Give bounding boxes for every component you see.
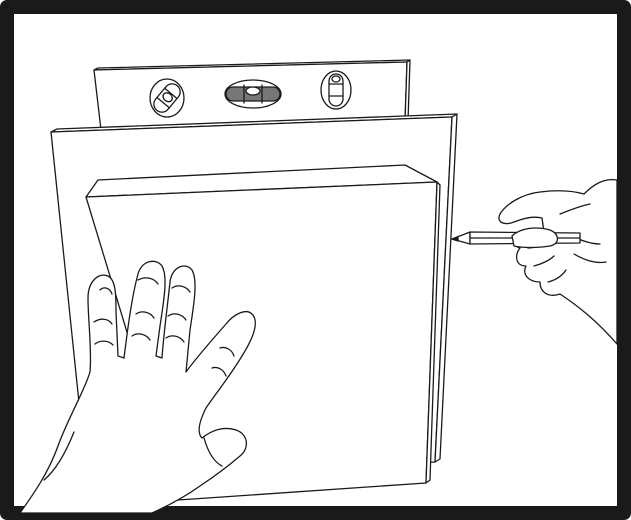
right-thumb xyxy=(512,228,558,248)
bubble-vial-diagonal-icon xyxy=(150,79,184,117)
bubble-vial-vertical-icon xyxy=(321,71,351,109)
bubble-vial-horizontal-icon xyxy=(225,80,281,108)
